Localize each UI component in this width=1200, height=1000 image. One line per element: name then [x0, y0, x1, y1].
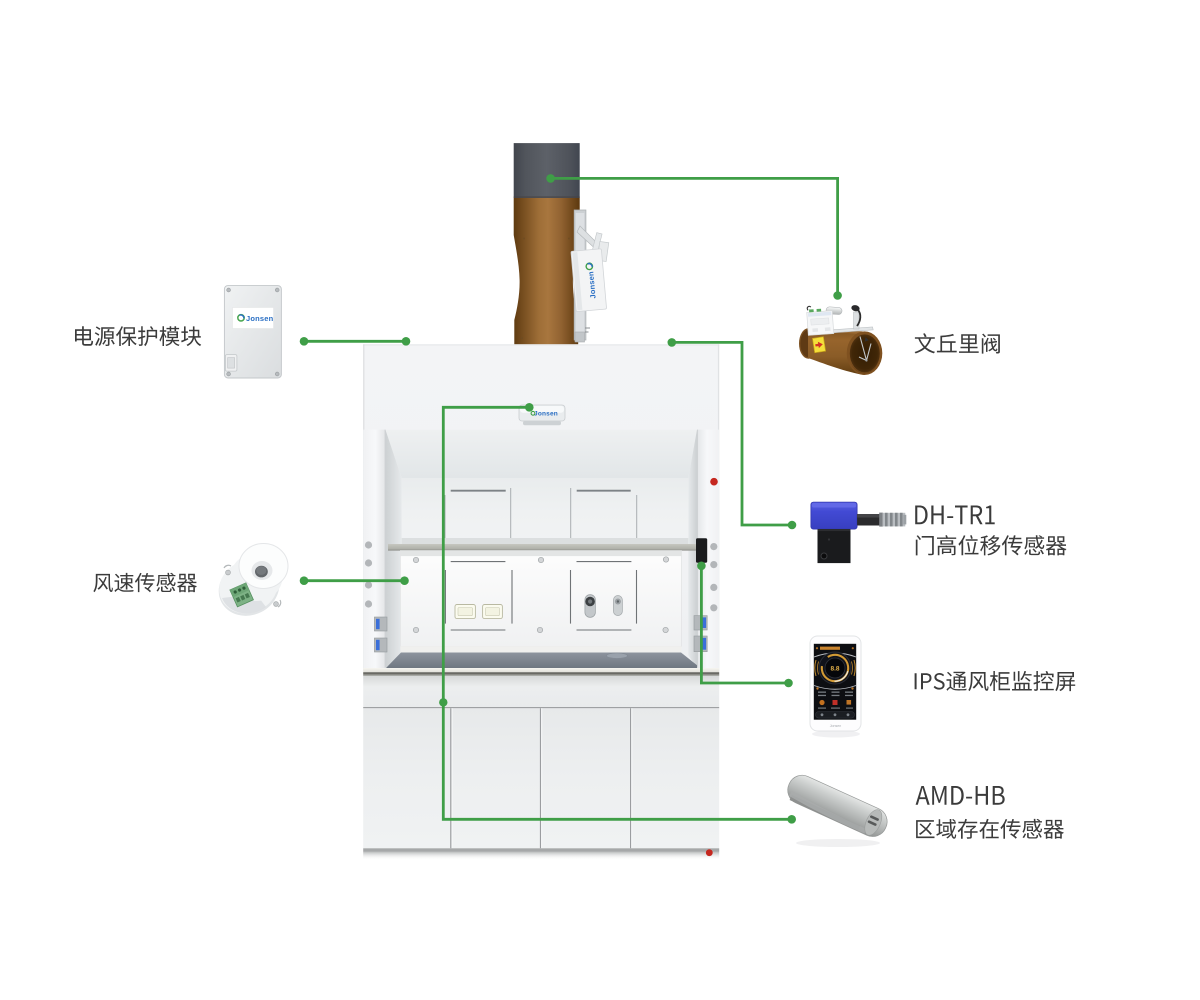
- svg-text:Jonsen: Jonsen: [830, 724, 842, 728]
- svg-text:Jonsen: Jonsen: [586, 271, 597, 299]
- svg-text:8.8: 8.8: [830, 666, 839, 673]
- svg-text:Jonsen: Jonsen: [534, 411, 558, 418]
- svg-text:Jonsen: Jonsen: [246, 314, 274, 323]
